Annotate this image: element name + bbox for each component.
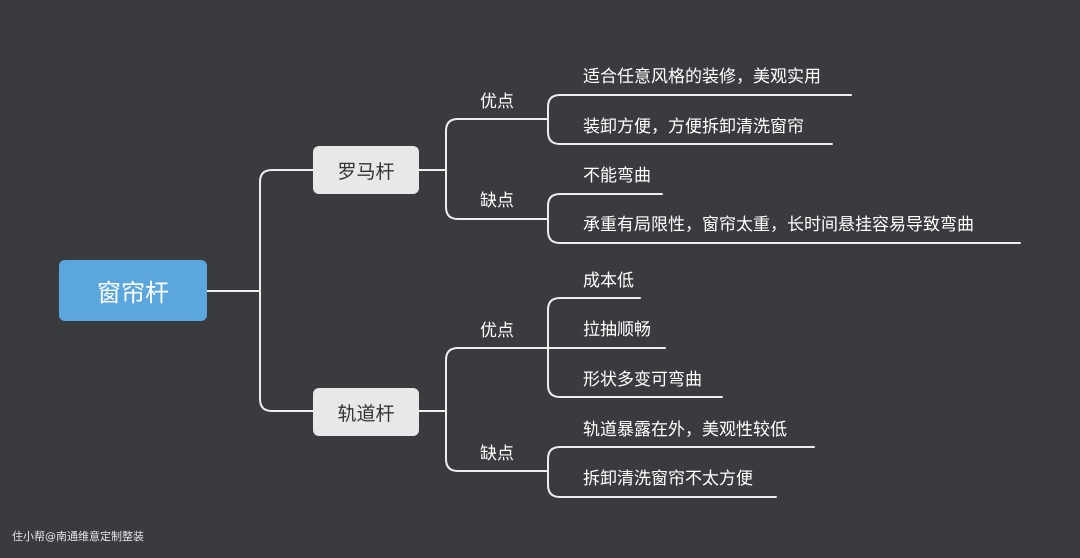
root-node[interactable]: 窗帘杆 xyxy=(59,260,207,321)
leaf-rail-pro-2: 拉抽顺畅 xyxy=(583,320,651,340)
branch-node-roma-rod[interactable]: 罗马杆 xyxy=(313,146,419,194)
connector-root-to-roma xyxy=(259,169,314,292)
branch-node-label: 轨道杆 xyxy=(337,402,395,425)
leaf-rail-pro-3: 形状多变可弯曲 xyxy=(583,370,702,390)
connector-roma-youdian xyxy=(445,118,549,171)
leaf-roma-pro-1: 适合任意风格的装修，美观实用 xyxy=(583,67,821,87)
connector-rail-quedian-leaf-2 xyxy=(547,470,777,498)
group-label-roma-cons: 缺点 xyxy=(480,191,514,211)
connector-roma-quedian-leaf-1 xyxy=(547,193,663,220)
leaf-rail-con-2: 拆卸清洗窗帘不太方便 xyxy=(583,469,753,489)
root-node-label: 窗帘杆 xyxy=(97,279,169,307)
leaf-roma-con-1: 不能弯曲 xyxy=(583,166,651,186)
connector-roma-youdian-leaf-2 xyxy=(547,118,833,145)
connector-roma-quedian xyxy=(445,169,549,220)
branch-node-track-rod[interactable]: 轨道杆 xyxy=(313,388,419,436)
leaf-rail-pro-1: 成本低 xyxy=(583,271,634,291)
connector-rail-quedian xyxy=(445,410,549,472)
connector-rail-youdian xyxy=(445,347,549,412)
group-label-roma-pros: 优点 xyxy=(480,92,514,112)
group-label-rail-pros: 优点 xyxy=(480,321,514,341)
branch-node-label: 罗马杆 xyxy=(337,160,395,183)
leaf-rail-con-1: 轨道暴露在外，美观性较低 xyxy=(583,420,787,440)
connector-roma-quedian-leaf-2 xyxy=(547,218,1021,244)
leaf-roma-con-2: 承重有局限性，窗帘太重，长时间悬挂容易导致弯曲 xyxy=(583,215,974,235)
leaf-roma-pro-2: 装卸方便，方便拆卸清洗窗帘 xyxy=(583,117,804,137)
connector-rail-youdian-leaf-3 xyxy=(547,347,723,398)
connector-roma-youdian-leaf-1 xyxy=(547,94,852,120)
watermark: 住小帮@南通维意定制整装 xyxy=(12,530,144,543)
group-label-rail-cons: 缺点 xyxy=(480,444,514,464)
connector-rail-quedian-leaf-1 xyxy=(547,446,815,472)
connector-rail-youdian-leaf-1 xyxy=(547,297,641,349)
connector-root-to-rail xyxy=(259,290,314,412)
